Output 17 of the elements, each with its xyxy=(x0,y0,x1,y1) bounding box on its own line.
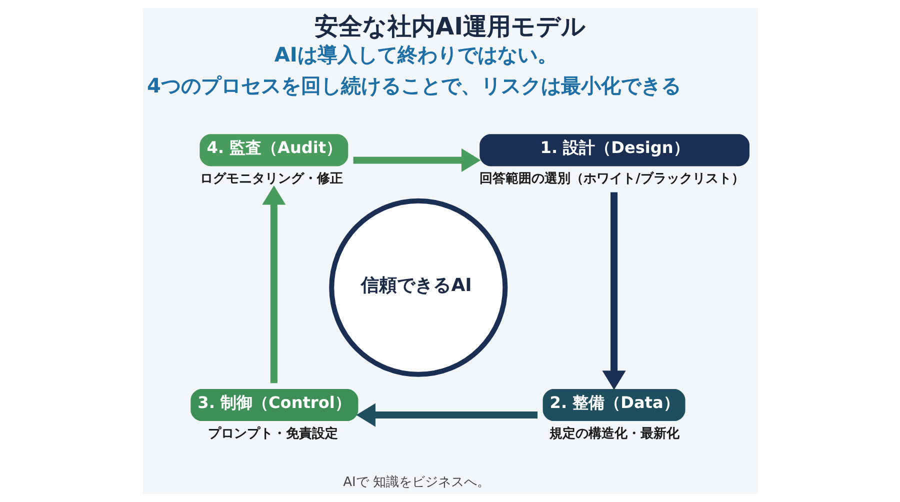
node-circle: 信頼できるAI xyxy=(328,198,508,377)
arrow xyxy=(352,148,480,172)
node-label: 回答範囲の選別（ホワイト/ブラックリスト） xyxy=(479,172,744,187)
diagram-title: 安全な社内AI運用モデル xyxy=(314,12,586,40)
node-box: 2. 整備（Data） xyxy=(542,388,685,422)
node-label: プロンプト・免責設定 xyxy=(208,426,338,442)
label: AIは導入して終わりではない。 xyxy=(274,42,557,66)
node-label: ログモニタリング・修正 xyxy=(200,172,343,187)
arrow xyxy=(356,403,538,427)
label: AIで 知識をビジネスへ。 xyxy=(342,475,490,490)
arrow xyxy=(602,192,626,390)
node-label: 規定の構造化・最新化 xyxy=(548,426,679,442)
label: 4つのプロセスを回し続けることで、リスクは最小化できる xyxy=(146,73,680,98)
node-box: 4. 監査（Audit） xyxy=(199,134,348,166)
arrow xyxy=(262,185,286,384)
node-box: 1. 設計（Design） xyxy=(479,134,749,166)
node-box: 3. 制御（Control） xyxy=(190,388,358,422)
